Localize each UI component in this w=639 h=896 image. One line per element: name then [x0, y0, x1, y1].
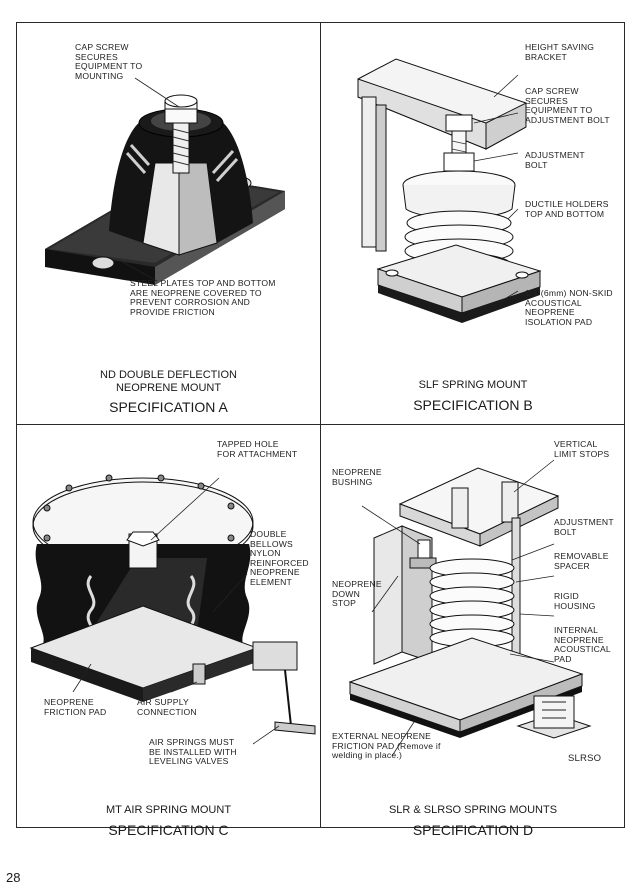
panel-a: CAP SCREW SECURES EQUIPMENT TO MOUNTING … — [17, 23, 320, 424]
caption-c: MT AIR SPRING MOUNT SPECIFICATION C — [17, 804, 320, 839]
label-adjustment-bolt-d: ADJUSTMENT BOLT — [554, 517, 614, 537]
spec-c: SPECIFICATION C — [108, 821, 229, 838]
caption-a: ND DOUBLE DEFLECTION NEOPRENE MOUNT SPEC… — [17, 369, 320, 416]
horizontal-divider — [17, 424, 624, 425]
label-external-pad: EXTERNAL NEOPRENE FRICTION PAD (Remove i… — [332, 731, 441, 761]
label-air-supply: AIR SUPPLY CONNECTION — [137, 697, 197, 717]
mount-hole-left — [91, 256, 115, 270]
slr-mount-illustration — [348, 459, 592, 757]
label-isolation-pad: 1/4"(6mm) NON-SKID ACOUSTICAL NEOPRENE I… — [525, 288, 613, 327]
title-b: SLF SPRING MOUNT — [418, 379, 528, 391]
label-rigid-housing: RIGID HOUSING — [554, 591, 596, 611]
label-cap-screw-b: CAP SCREW SECURES EQUIPMENT TO ADJUSTMEN… — [525, 86, 610, 125]
spec-d: SPECIFICATION D — [412, 821, 534, 838]
label-vertical-stops: VERTICAL LIMIT STOPS — [554, 439, 610, 459]
label-tapped-hole: TAPPED HOLE FOR ATTACHMENT — [217, 439, 298, 459]
label-removable-spacer: REMOVABLE SPACER — [554, 551, 609, 571]
label-bracket: HEIGHT SAVING BRACKET — [525, 42, 595, 62]
spec-grid: CAP SCREW SECURES EQUIPMENT TO MOUNTING … — [16, 22, 625, 838]
panel-c: TAPPED HOLE FOR ATTACHMENT DOUBLE BELLOW… — [17, 426, 320, 838]
leveling-valve — [252, 641, 298, 671]
panel-d: VERTICAL LIMIT STOPS NEOPRENE BUSHING AD… — [322, 426, 624, 837]
spec-b: SPECIFICATION B — [413, 396, 533, 413]
label-adjustment-bolt-b: ADJUSTMENT BOLT — [525, 150, 585, 170]
label-steel-plates: STEEL PLATES TOP AND BOTTOM ARE NEOPRENE… — [130, 278, 276, 317]
label-bellows: DOUBLE BELLOWS NYLON REINFORCED NEOPRENE… — [250, 529, 309, 587]
caption-b: SLF SPRING MOUNT SPECIFICATION B — [322, 379, 624, 414]
spec-a: SPECIFICATION A — [109, 399, 228, 415]
label-slrso: SLRSO — [568, 753, 602, 764]
page-number: 28 — [6, 870, 21, 885]
label-down-stop: NEOPRENE DOWN STOP — [332, 579, 382, 609]
label-internal-pad: INTERNAL NEOPRENE ACOUSTICAL PAD — [554, 625, 611, 664]
label-cap-screw: CAP SCREW SECURES EQUIPMENT TO MOUNTING — [75, 42, 143, 81]
spring-coils-d — [429, 558, 515, 648]
cap-screw-b — [445, 114, 473, 132]
title-a: ND DOUBLE DEFLECTION NEOPRENE MOUNT — [100, 369, 237, 394]
label-friction-pad-c: NEOPRENE FRICTION PAD — [44, 697, 107, 717]
title-d: SLR & SLRSO SPRING MOUNTS — [388, 804, 558, 816]
panel-b: HEIGHT SAVING BRACKET CAP SCREW SECURES … — [322, 23, 624, 424]
nd-mount-illustration — [45, 77, 285, 285]
vertical-divider — [320, 23, 321, 827]
label-ductile-holders: DUCTILE HOLDERS TOP AND BOTTOM — [525, 199, 609, 219]
slf-mount-illustration — [357, 58, 542, 323]
title-c: MT AIR SPRING MOUNT — [105, 804, 232, 816]
caption-d: SLR & SLRSO SPRING MOUNTS SPECIFICATION … — [322, 804, 624, 839]
label-neoprene-bushing: NEOPRENE BUSHING — [332, 467, 382, 487]
label-leveling-valves: AIR SPRINGS MUST BE INSTALLED WITH LEVEL… — [149, 737, 237, 767]
mt-air-spring-illustration — [29, 474, 316, 745]
